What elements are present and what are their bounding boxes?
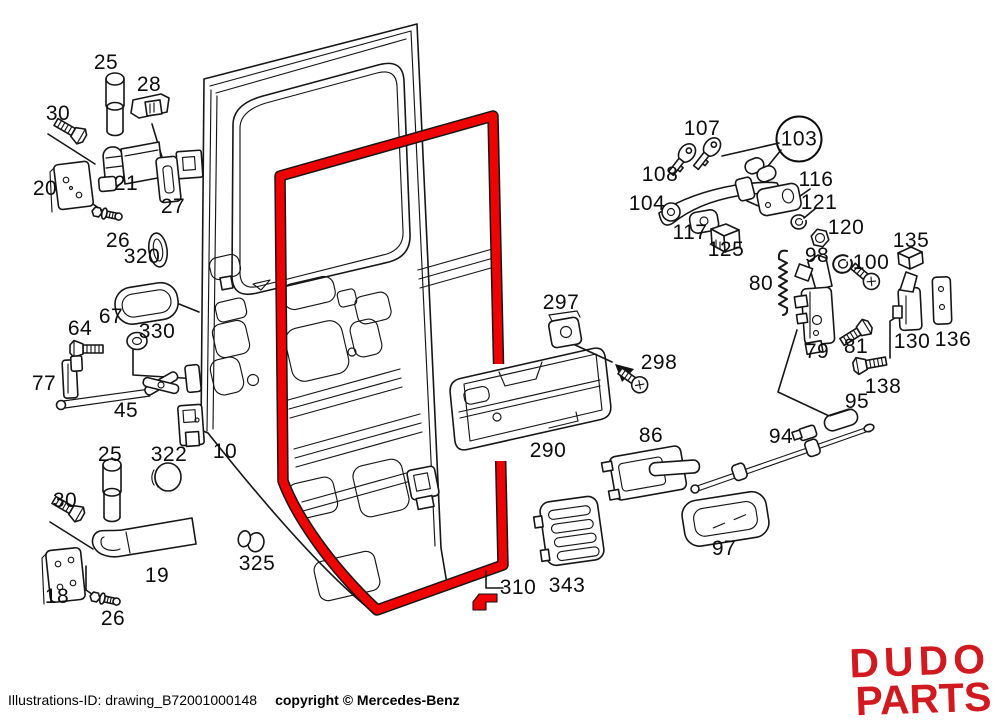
part-26-bolt-top (90, 204, 124, 224)
part-30-screw-top (50, 113, 90, 147)
part-98-clip (830, 252, 855, 276)
part-138-screw (851, 351, 889, 376)
part-45-check-strap (55, 363, 202, 411)
part-80-spring (777, 249, 789, 316)
footer: Illustrations-ID: drawing_B72001000148 c… (8, 692, 460, 708)
part-100-screw (847, 259, 884, 294)
part-30-screw-bottom (48, 491, 88, 525)
part-81-screw (836, 316, 876, 351)
part-25-pin-top (105, 72, 125, 137)
part-325-plug (237, 530, 265, 553)
part-136-shim-plate (931, 276, 953, 325)
part-25-pin-bottom (102, 458, 122, 523)
dudo-parts-logo: DUDO PARTS (849, 635, 993, 720)
part-86-inner-handle (600, 445, 701, 501)
part-64-screw (69, 339, 104, 359)
part-27-shim-plate (155, 155, 182, 204)
part-95-rod-end (791, 408, 859, 442)
part-125-lock-housing (710, 223, 741, 253)
part-116-escutcheon (756, 182, 802, 217)
part-297-clip-nut (547, 310, 583, 349)
part-97-bezel (681, 490, 770, 547)
part-322-cap (151, 462, 182, 492)
part-67-grommet-ring (126, 331, 148, 351)
copyright-text: copyright © Mercedes-Benz (275, 692, 460, 708)
seal-joint-piece-drawing (472, 593, 498, 611)
part-117-gasket (688, 209, 720, 234)
part-320-grommet (147, 232, 169, 268)
part-94-linkage-rod (690, 423, 875, 494)
part-79-lock-mechanism (793, 254, 836, 356)
part-135-spacer (897, 246, 924, 270)
part-18-hinge-plate (41, 546, 86, 605)
part-108-key (664, 139, 700, 179)
logo-line-2: PARTS (854, 672, 993, 720)
part-28-clip (130, 93, 170, 119)
part-330-pad (114, 281, 179, 325)
illustration-id-text: Illustrations-ID: drawing_B72001000148 (8, 692, 258, 708)
part-121-ring (790, 214, 807, 230)
part-343-vent-grille (532, 495, 605, 567)
part-26-bolt-bottom (88, 589, 122, 609)
part-120-nut (810, 228, 830, 248)
part-19-bracket-arm (91, 517, 197, 558)
trim-panel-drawing (449, 347, 612, 451)
part-21-hinge (97, 141, 164, 193)
door-panel-drawing (175, 23, 499, 613)
part-20-hinge-plate (49, 160, 95, 213)
part-130-striker (892, 271, 923, 332)
part-77-strip (61, 354, 84, 399)
